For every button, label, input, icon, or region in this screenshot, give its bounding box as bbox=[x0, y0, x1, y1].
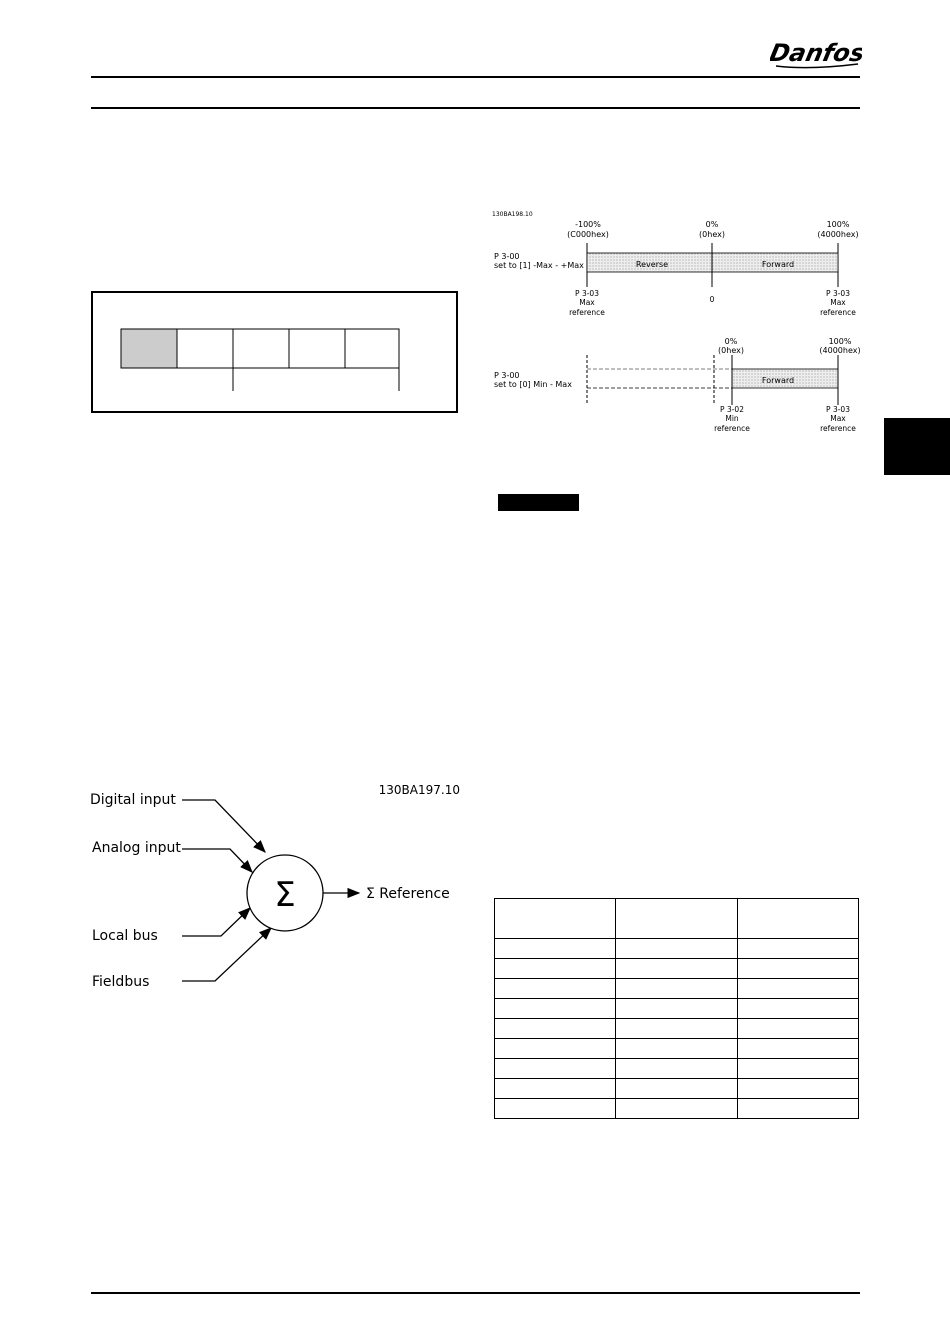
table-row bbox=[493, 998, 860, 1019]
header-rule-bottom bbox=[91, 107, 860, 109]
reference-sum-diagram: 130BA197.10 Digital input Analog input L… bbox=[90, 783, 460, 990]
svg-text:100%: 100% bbox=[829, 337, 852, 346]
svg-text:(4000hex): (4000hex) bbox=[819, 346, 860, 355]
cell-strip-diagram bbox=[120, 328, 400, 391]
label-pos-pct: 100% bbox=[827, 220, 850, 229]
table-header-row bbox=[493, 898, 860, 939]
svg-text:P 3-03: P 3-03 bbox=[575, 289, 599, 298]
danfoss-logo: Danfoss bbox=[770, 38, 862, 69]
table-row bbox=[493, 1038, 860, 1059]
mode1-reverse: Reverse bbox=[636, 260, 668, 269]
cell-shaded bbox=[120, 328, 178, 369]
svg-text:reference: reference bbox=[820, 308, 856, 317]
mode1-label-1: P 3-00 bbox=[494, 252, 520, 261]
svg-text:Max: Max bbox=[830, 298, 846, 307]
footer-rule bbox=[91, 1292, 860, 1294]
frame-box bbox=[91, 291, 458, 413]
mode0-label-2: set to [0] Min - Max bbox=[494, 380, 572, 389]
mode0-forward: Forward bbox=[762, 376, 794, 385]
reference-range-diagram: 130BA198.10 -100% (C000hex) 0% (0hex) 10… bbox=[492, 211, 861, 433]
data-table bbox=[493, 898, 860, 1119]
mode1-label-2: set to [1] -Max - +Max bbox=[494, 261, 584, 270]
svg-text:0%: 0% bbox=[725, 337, 738, 346]
cell-2 bbox=[176, 328, 234, 369]
table-row bbox=[493, 938, 860, 959]
sigma-symbol: Σ bbox=[274, 875, 295, 915]
input-analog: Analog input bbox=[92, 840, 181, 856]
cell-3 bbox=[232, 328, 290, 369]
note-badge bbox=[498, 494, 579, 511]
input-local-bus: Local bus bbox=[92, 928, 158, 944]
logo-text: Danfoss bbox=[770, 38, 862, 67]
svg-text:P 3-02: P 3-02 bbox=[720, 405, 744, 414]
svg-text:0: 0 bbox=[710, 295, 715, 304]
svg-text:P 3-03: P 3-03 bbox=[826, 289, 850, 298]
chapter-tab bbox=[884, 418, 950, 475]
svg-text:Max: Max bbox=[830, 414, 846, 423]
diagram-code: 130BA198.10 bbox=[492, 211, 533, 218]
label-neg-hex: (C000hex) bbox=[567, 230, 609, 239]
label-zero-pct: 0% bbox=[706, 220, 719, 229]
svg-text:reference: reference bbox=[569, 308, 605, 317]
sum-output: Σ Reference bbox=[366, 886, 450, 902]
input-fieldbus: Fieldbus bbox=[92, 974, 149, 990]
table-row bbox=[493, 1078, 860, 1099]
input-digital: Digital input bbox=[90, 792, 176, 808]
table-row bbox=[493, 958, 860, 979]
header-rule-top bbox=[91, 76, 860, 78]
sum-diagram-code: 130BA197.10 bbox=[379, 783, 460, 797]
cell-5 bbox=[344, 328, 400, 369]
table-row bbox=[493, 1018, 860, 1039]
svg-text:Min: Min bbox=[725, 414, 739, 423]
label-zero-hex: (0hex) bbox=[699, 230, 725, 239]
label-neg-pct: -100% bbox=[575, 220, 601, 229]
mode1-forward: Forward bbox=[762, 260, 794, 269]
table-row bbox=[493, 1098, 860, 1119]
svg-text:P 3-03: P 3-03 bbox=[826, 405, 850, 414]
cell-4 bbox=[288, 328, 346, 369]
svg-text:reference: reference bbox=[820, 424, 856, 433]
mode0-label-1: P 3-00 bbox=[494, 371, 520, 380]
svg-text:reference: reference bbox=[714, 424, 750, 433]
svg-text:(0hex): (0hex) bbox=[718, 346, 744, 355]
table-row bbox=[493, 1058, 860, 1079]
table-row bbox=[493, 978, 860, 999]
svg-text:Max: Max bbox=[579, 298, 595, 307]
label-pos-hex: (4000hex) bbox=[817, 230, 858, 239]
